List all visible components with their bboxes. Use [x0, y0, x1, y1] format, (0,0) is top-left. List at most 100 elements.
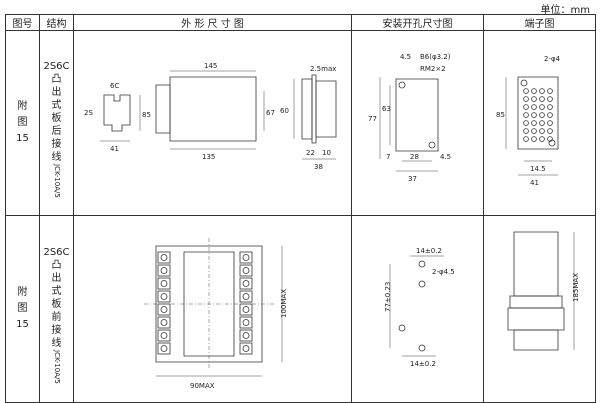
front-terminal-grid — [157, 251, 253, 355]
dim-label: 14±0.2 — [410, 360, 436, 368]
dim-label: 60 — [280, 107, 289, 115]
terminal-block — [239, 303, 253, 316]
terminal-pin — [539, 128, 545, 134]
terminal-screw — [160, 319, 168, 326]
terminal-pin — [547, 136, 553, 142]
mount-drawing: 4.5 B6(φ3.2) RM2×2 77 63 7 28 4.5 37 — [368, 53, 451, 183]
dim-label: 37 — [408, 175, 417, 183]
terminal-pin — [523, 112, 529, 118]
terminal-pin — [547, 88, 553, 94]
struct-char: 出 — [51, 272, 62, 284]
terminal-block — [157, 290, 171, 303]
struct-char: 凸 — [51, 259, 62, 271]
terminal-block — [239, 329, 253, 342]
struct-char: 凸 — [51, 73, 62, 85]
fig-label-3: 15 — [16, 133, 29, 144]
dim-label: 41 — [530, 179, 539, 187]
terminal-pin — [547, 96, 553, 102]
terminal-pin — [531, 96, 537, 102]
struct-char: 板 — [51, 112, 62, 124]
front-term-drawing: 185MAX — [507, 231, 580, 351]
terminal-screw — [242, 280, 250, 287]
fig-label-3: 15 — [16, 319, 29, 330]
terminal-pin — [539, 96, 545, 102]
dim-label: 63 — [382, 105, 391, 113]
terminal-pin — [539, 120, 545, 126]
terminal-pin — [531, 136, 537, 142]
outline-drawing: 6C 2S 85 41 145 67 135 2.5max — [84, 62, 337, 171]
header-term: 端子图 — [483, 14, 596, 31]
dim-label: 2S — [84, 109, 93, 117]
struct-char: 式 — [51, 99, 62, 111]
terminal-pin — [531, 88, 537, 94]
struct-char: 接 — [51, 324, 62, 336]
dim-label: 41 — [110, 145, 119, 153]
struct-cell: 2S6C 凸 出 式 板 前 接 线 JCK-10A/5 — [39, 215, 74, 403]
terminal-screw — [242, 306, 250, 313]
dim-label: 14.5 — [530, 165, 546, 173]
fig-label-1: 附 — [17, 101, 28, 112]
terminal-screw — [242, 319, 250, 326]
terminal-block — [157, 342, 171, 355]
header-mount: 安装开孔尺寸图 — [351, 14, 484, 31]
terminal-pin — [523, 104, 529, 110]
terminal-block — [157, 316, 171, 329]
struct-char: 板 — [51, 298, 62, 310]
header-fig: 图号 — [5, 14, 40, 31]
front-mount-drawing: 14±0.2 2-φ4.5 77±0.23 14±0.2 — [384, 247, 455, 368]
terminal-pin — [531, 128, 537, 134]
dim-label: 100MAX — [280, 289, 288, 318]
dim-label: 2-φ4.5 — [432, 268, 455, 276]
terminal-screw — [160, 332, 168, 339]
mount-hole — [520, 79, 528, 87]
terminal-pin — [531, 104, 537, 110]
dim-label: RM2×2 — [420, 65, 446, 73]
terminal-block — [157, 277, 171, 290]
unit-label: 单位：mm — [540, 5, 590, 16]
dim-label: 77 — [368, 115, 377, 123]
terminal-pin — [523, 96, 529, 102]
fig-cell: 附 图 15 — [5, 215, 40, 403]
struct-char: 出 — [51, 86, 62, 98]
terminal-screw — [242, 345, 250, 352]
terminal-block — [239, 251, 253, 264]
dim-label: 4.5 — [440, 153, 451, 161]
terminal-pin — [523, 128, 529, 134]
terminal-block — [157, 264, 171, 277]
drawing-table: 图号 结构 外 形 尺 寸 图 安装开孔尺寸图 端子图 附 图 15 2S6C … — [5, 14, 596, 403]
terminal-pin — [539, 136, 545, 142]
terminal-block — [239, 316, 253, 329]
struct-code: 2S6C — [43, 246, 70, 258]
table-row: 附 图 15 2S6C 凸 出 式 板 前 接 线 JCK-10A/5 100M… — [5, 215, 596, 403]
terminal-pin — [547, 104, 553, 110]
terminal-screw — [242, 293, 250, 300]
dim-label: 28 — [410, 153, 419, 161]
terminal-grid — [523, 88, 553, 142]
terminal-pin — [547, 112, 553, 118]
terminal-pin — [539, 88, 545, 94]
terminal-screw — [242, 332, 250, 339]
header-struct: 结构 — [39, 14, 74, 31]
outline-cell: 100MAX 90MAX — [73, 215, 352, 403]
terminal-pin — [523, 136, 529, 142]
dim-label: 85 — [496, 111, 505, 119]
dim-label: B6(φ3.2) — [420, 53, 451, 61]
struct-char: 接 — [51, 138, 62, 150]
dim-label: 145 — [204, 62, 217, 70]
dim-label: 10 — [322, 149, 331, 157]
terminal-screw — [160, 254, 168, 261]
terminal-block — [239, 342, 253, 355]
terminal-screw — [160, 267, 168, 274]
dim-label: 6C — [110, 82, 119, 90]
terminal-pin — [547, 120, 553, 126]
struct-char: 线 — [51, 151, 62, 163]
dim-label: 77±0.23 — [384, 282, 392, 312]
fig-label-1: 附 — [17, 287, 28, 298]
header-outline: 外 形 尺 寸 图 — [73, 14, 352, 31]
dim-label: 135 — [202, 153, 215, 161]
struct-code: 2S6C — [43, 60, 70, 72]
fig-label-2: 图 — [17, 117, 28, 128]
terminal-pin — [531, 120, 537, 126]
terminal-pin — [539, 112, 545, 118]
dim-label: 85 — [142, 111, 151, 119]
